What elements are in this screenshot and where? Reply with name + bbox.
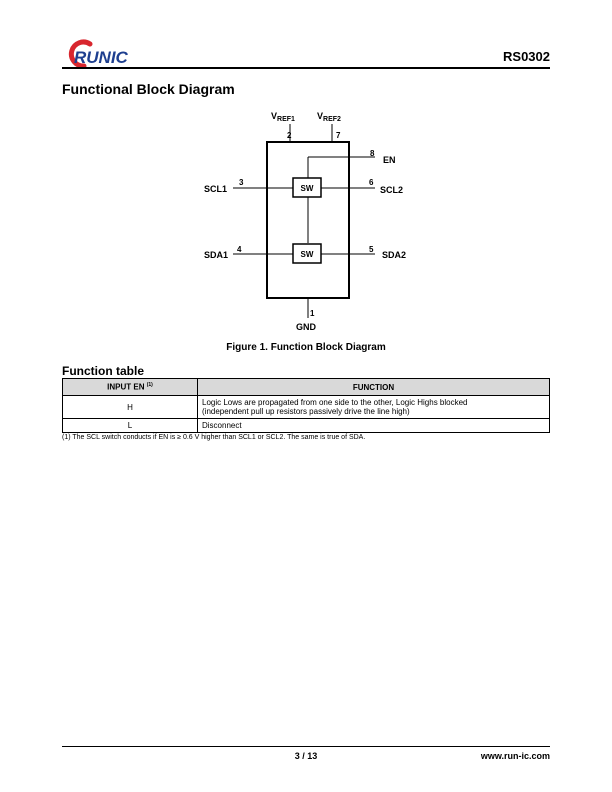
switch-sda bbox=[292, 243, 322, 264]
function-block-diagram: VREF1 VREF2 2 7 8 EN 3 SCL1 6 SCL2 4 SDA… bbox=[204, 111, 406, 332]
row-function-line: (independent pull up resistors passively… bbox=[202, 407, 410, 416]
table-row: L Disconnect bbox=[62, 418, 550, 433]
row-function-line: Logic Lows are propagated from one side … bbox=[202, 398, 468, 407]
scl2-label: SCL2 bbox=[380, 185, 403, 195]
header-input-footnote-ref: (1) bbox=[146, 382, 153, 389]
sda1-label: SDA1 bbox=[204, 250, 228, 260]
row-function: Disconnect bbox=[197, 418, 550, 433]
table-header-row: INPUT EN (1) FUNCTION bbox=[62, 378, 550, 396]
sda2-label: SDA2 bbox=[382, 250, 406, 260]
website-link[interactable]: www.run-ic.com bbox=[480, 751, 550, 761]
sda1-pin: 4 bbox=[237, 245, 242, 254]
scl2-pin: 6 bbox=[369, 178, 374, 187]
vref2-pin: 7 bbox=[336, 131, 341, 140]
switch-scl-label: SW bbox=[301, 184, 314, 193]
vref1-pin: 2 bbox=[287, 131, 292, 140]
vref2-label: VREF2 bbox=[317, 111, 341, 123]
row-function: Logic Lows are propagated from one side … bbox=[197, 395, 550, 419]
en-label: EN bbox=[383, 155, 396, 165]
en-pin: 8 bbox=[370, 149, 375, 158]
row-input: H bbox=[62, 395, 198, 419]
table-footnote: (1) The SCL switch conducts if EN is ≥ 0… bbox=[62, 434, 366, 441]
part-number: RS0302 bbox=[503, 49, 550, 64]
header-input-en: INPUT EN (1) bbox=[62, 378, 198, 396]
switch-sda-label: SW bbox=[301, 250, 314, 259]
header-function: FUNCTION bbox=[197, 378, 550, 396]
gnd-pin: 1 bbox=[310, 309, 315, 318]
sda2-pin: 5 bbox=[369, 245, 374, 254]
switch-scl bbox=[292, 177, 322, 198]
table-row: H Logic Lows are propagated from one sid… bbox=[62, 395, 550, 419]
function-table: INPUT EN (1) FUNCTION H Logic Lows are p… bbox=[62, 378, 550, 433]
figure-caption: Figure 1. Function Block Diagram bbox=[226, 342, 386, 353]
vref1-label: VREF1 bbox=[271, 111, 295, 123]
logo-text: RUNIC bbox=[74, 48, 129, 67]
function-table-title: Function table bbox=[62, 364, 144, 378]
row-input: L bbox=[62, 418, 198, 433]
scl1-label: SCL1 bbox=[204, 184, 227, 194]
gnd-label: GND bbox=[296, 322, 317, 332]
page-number: 3 / 13 bbox=[294, 751, 318, 761]
footer-divider bbox=[62, 746, 550, 747]
scl1-pin: 3 bbox=[239, 178, 244, 187]
header-divider bbox=[62, 67, 550, 69]
section-title: Functional Block Diagram bbox=[62, 81, 235, 97]
